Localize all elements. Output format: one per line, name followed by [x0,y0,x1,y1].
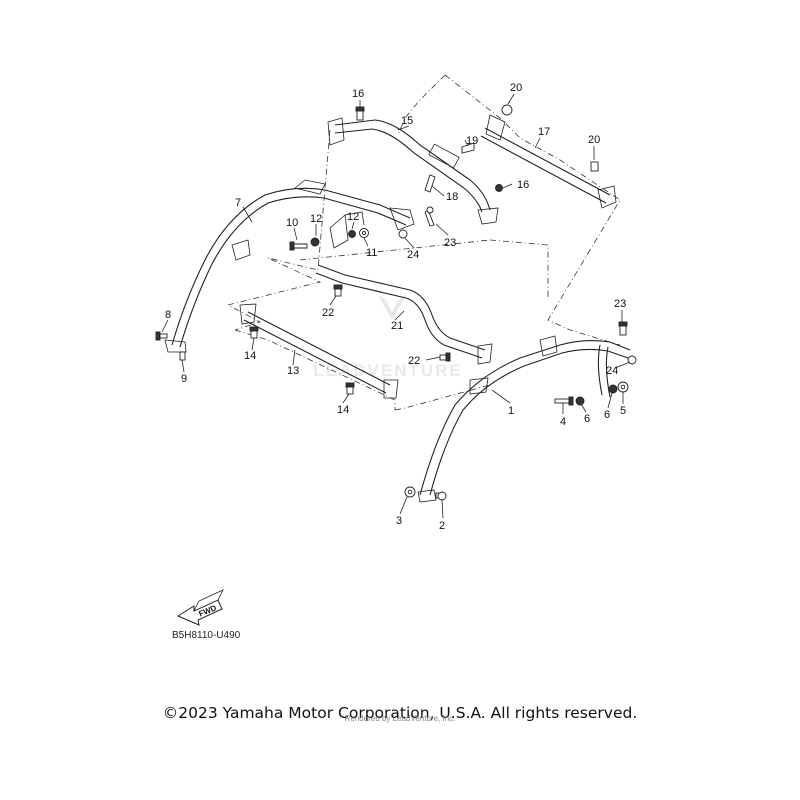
part-7-left-bow [164,179,411,353]
callout-5: 5 [620,405,626,417]
callout-1: 1 [508,405,514,417]
washer-icon [575,396,585,406]
callout-18: 18 [446,191,458,203]
washer-icon [608,384,618,394]
part-1-right-bow [417,335,631,503]
part-12-brackets [329,207,415,249]
washer-icon [348,230,356,238]
callout-4: 4 [560,416,566,428]
callout-23-b: 23 [614,298,626,310]
callout-16-b: 16 [517,179,529,191]
bolt-icon [554,396,574,406]
callout-14-b: 14 [337,404,349,416]
nut-icon [495,184,503,192]
callout-3: 3 [396,515,402,527]
bolt-icon [435,491,447,501]
callout-22: 22 [322,307,334,319]
callout-13: 13 [287,365,299,377]
callout-2: 2 [439,520,445,532]
bolt-icon [249,326,259,339]
callout-24-b: 24 [606,365,618,377]
callout-14: 14 [244,350,256,362]
callout-21: 21 [391,320,403,332]
hardware [155,104,637,501]
watermark-text: LEADVENTURE [313,361,463,380]
bolt-icon [424,206,435,227]
watermark: LEADVENTURE [313,295,463,380]
bolt-icon [355,106,365,121]
callout-17: 17 [538,126,550,138]
callout-23: 23 [444,237,456,249]
nut-icon [501,104,513,116]
callout-6-b: 6 [604,409,610,421]
fwd-arrow-icon: FWD [176,589,224,626]
part-21-middle-tube [315,264,493,365]
copyright-text: ©2023 Yamaha Motor Corporation, U.S.A. A… [162,704,638,722]
part-15-upper-tube [327,117,499,225]
bolt-icon [439,352,451,362]
nut-icon [398,229,408,239]
callout-16: 16 [352,88,364,100]
callout-11: 11 [366,247,377,259]
callout-15: 15 [401,115,413,127]
bolt-icon [424,174,436,193]
rendered-by-text: Rendered by LeadVenture, Inc. [344,714,456,723]
bolt-icon [333,284,343,297]
callout-7: 7 [235,197,241,209]
callout-12: 12 [310,213,322,225]
part-17-upper-right-tube [480,114,617,209]
reference-lines [226,74,621,411]
callout-6: 6 [584,413,590,425]
bolt-icon [345,382,355,395]
nut-icon [627,355,637,365]
washer-icon [359,228,369,238]
diagram-code: B5H8110-U490 [172,630,241,641]
washer-icon [310,237,320,247]
callout-12-b: 12 [347,211,359,223]
bolt-icon [289,241,308,251]
part-13-lower-left-tube [239,303,399,399]
leader-lines [161,93,631,519]
callout-10: 10 [286,217,298,229]
callout-8: 8 [165,309,171,321]
bolt-icon [155,331,168,341]
nut-icon [590,161,599,172]
callout-20-b: 20 [588,134,600,146]
callout-22-b: 22 [408,355,420,367]
washer-icon [617,381,629,393]
callout-19: 19 [466,135,478,147]
washer-icon [179,351,186,361]
bolt-icon [618,321,628,336]
clip-icon [461,142,475,154]
callout-9: 9 [181,373,187,385]
washer-icon [404,486,416,498]
callout-24: 24 [407,249,419,261]
callout-20: 20 [510,82,522,94]
callout-labels: 1 2 3 4 5 6 6 7 8 9 10 11 12 12 13 14 14… [165,82,626,532]
